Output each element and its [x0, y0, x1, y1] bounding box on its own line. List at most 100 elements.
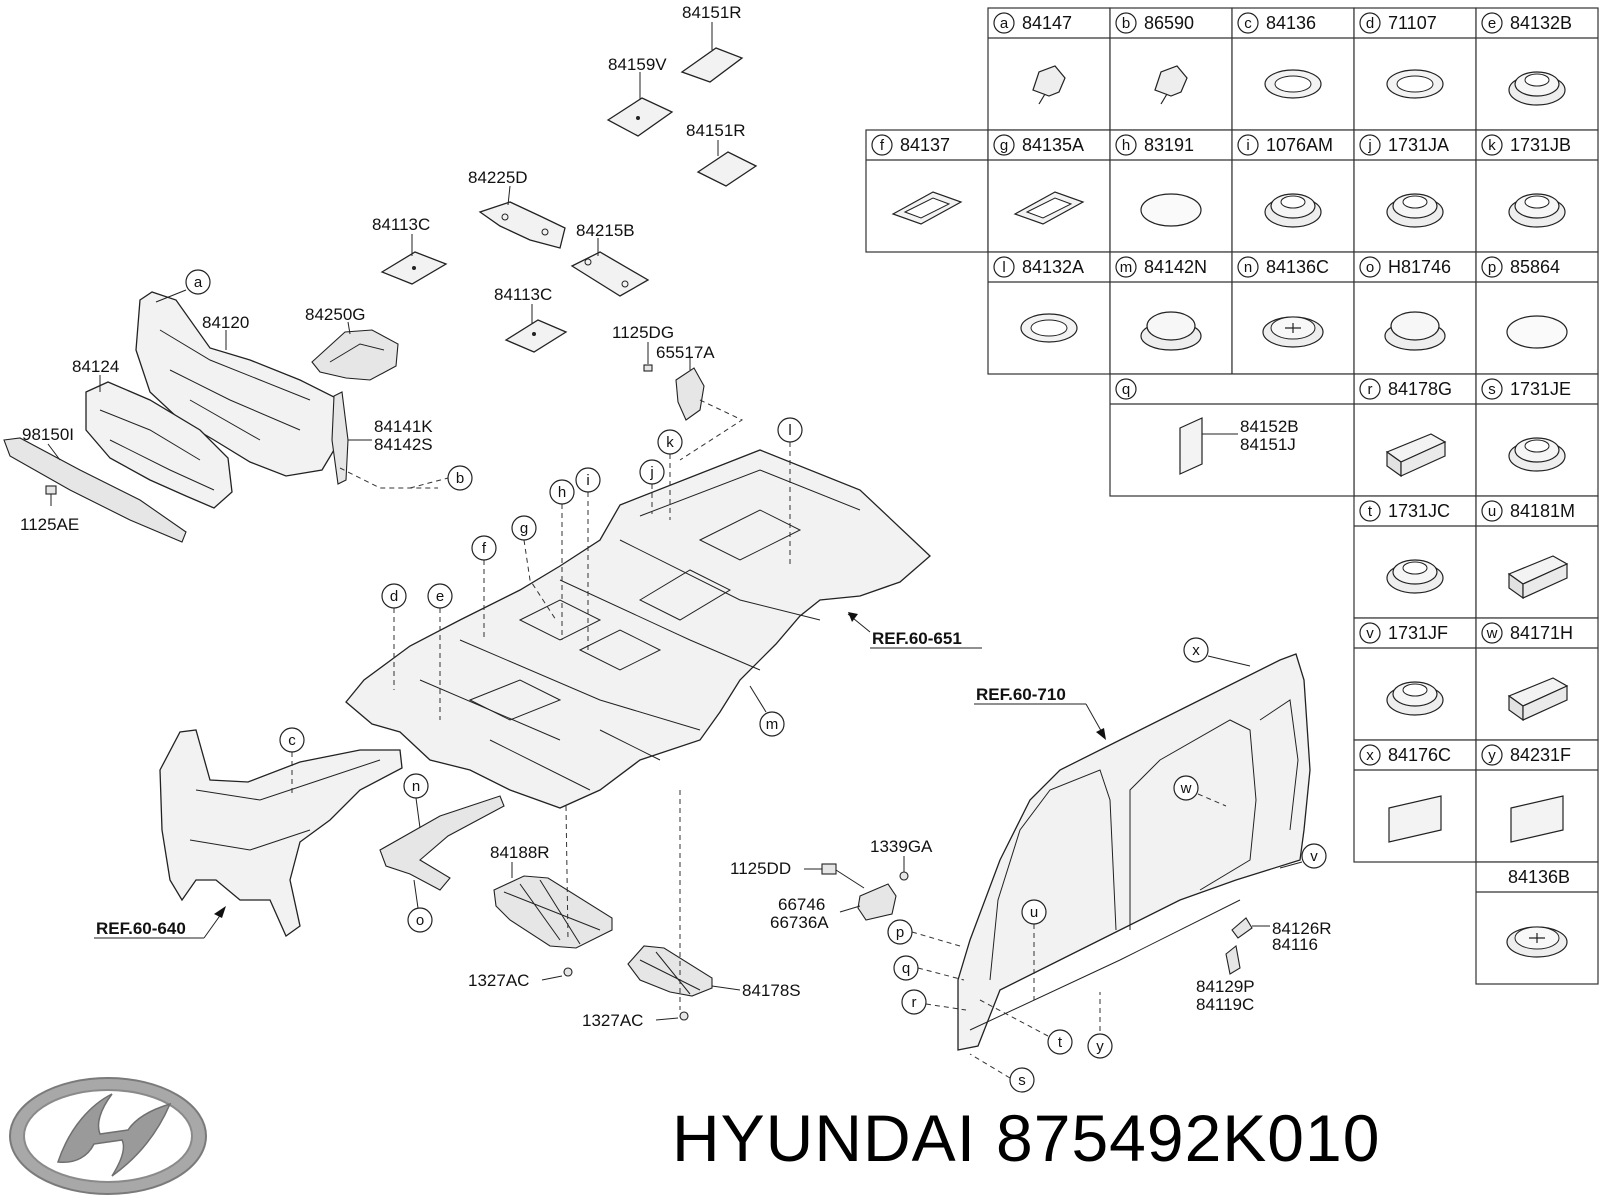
pad-84215B: 84215B: [570, 221, 650, 297]
legend-code: 84142N: [1144, 257, 1207, 277]
label-84141K: 84141K: [374, 417, 433, 436]
legend-letter-circle: [1359, 134, 1381, 156]
callout-k: [657, 429, 683, 455]
callout-l: [777, 417, 803, 443]
legend-letter: a: [1000, 15, 1009, 32]
legend-letter: p: [1488, 259, 1496, 276]
pad-icon: [1388, 795, 1442, 843]
part-84124: 84124: [72, 357, 233, 509]
star-grommet-icon: [1506, 926, 1568, 958]
label-84113C-a: 84113C: [372, 215, 430, 234]
svg-text:j: j: [649, 464, 653, 481]
svg-text:r: r: [912, 994, 917, 1011]
svg-text:l: l: [788, 422, 791, 439]
legend-letter: b: [1122, 15, 1130, 32]
star-grommet-icon: [1262, 316, 1324, 348]
svg-text:q: q: [902, 960, 910, 977]
callout-p: [887, 919, 913, 945]
front-frame: [159, 729, 505, 937]
callout-t: [1047, 1029, 1073, 1055]
svg-text:h: h: [558, 484, 566, 501]
block-icon: [1385, 433, 1447, 478]
legend-code: 84181M: [1510, 501, 1575, 521]
callout-x: [1183, 637, 1209, 663]
part-84120: 84120: [135, 291, 341, 477]
legend-letter-circle: [1115, 378, 1137, 400]
label-1125DD: 1125DD: [730, 859, 791, 878]
pad-icon: [1179, 417, 1203, 475]
legend-letter-circle: [993, 134, 1015, 156]
grommet-icon: [1386, 559, 1444, 594]
label-1327AC-a: 1327AC: [468, 971, 529, 990]
svg-text:d: d: [390, 588, 398, 605]
label-84124: 84124: [72, 357, 119, 376]
legend-code: 1731JF: [1388, 623, 1448, 643]
floor-pan: [345, 449, 931, 809]
legend-code: 84132A: [1022, 257, 1084, 277]
label-84159V: 84159V: [608, 55, 667, 74]
legend-q-code: 84152B: [1240, 417, 1299, 436]
part-number: 875492K010: [996, 1101, 1381, 1175]
label-1327AC-b: 1327AC: [582, 1011, 643, 1030]
legend-letter-circle: [1237, 12, 1259, 34]
ring-icon: [1264, 69, 1322, 99]
callout-b: [447, 465, 473, 491]
pad-84113C-a: 84113C: [372, 215, 448, 285]
legend-cell-b: b 86590: [1109, 7, 1233, 131]
legend-code: 86590: [1144, 13, 1194, 33]
callout-g: [511, 515, 537, 541]
label-98150I: 98150I: [22, 425, 74, 444]
svg-text:n: n: [412, 778, 420, 795]
legend-letter-circle: [1115, 134, 1137, 156]
legend-code: 84136C: [1266, 257, 1329, 277]
legend-letter: m: [1120, 259, 1133, 276]
brand-line: HYUNDAI 875492K010: [672, 1100, 1400, 1176]
clip-icon: [1032, 65, 1066, 105]
legend-letter: h: [1122, 137, 1130, 154]
label-84151R-b: 84151R: [686, 121, 746, 140]
svg-text:x: x: [1192, 642, 1200, 659]
callout-i: [575, 467, 601, 493]
legend-code: 84178G: [1388, 379, 1452, 399]
legend-code: 83191: [1144, 135, 1194, 155]
legend-letter: o: [1366, 259, 1374, 276]
legend-letter-circle: [1481, 378, 1503, 400]
legend-letter: d: [1366, 15, 1374, 32]
legend-cell-h: h 83191: [1109, 129, 1233, 253]
ref-label-60-651: REF.60-651: [872, 629, 962, 648]
brand-name: HYUNDAI: [672, 1101, 977, 1175]
callout-a: [185, 269, 211, 295]
part-84141K-84142S: 84141K 84142S: [331, 391, 433, 485]
legend-code: 1076AM: [1266, 135, 1333, 155]
legend-letter-circle: [1481, 500, 1503, 522]
legend-letter: c: [1244, 15, 1252, 32]
legend-letter-circle: [1481, 744, 1503, 766]
callout-s: [1009, 1067, 1035, 1093]
label-84119C: 84119C: [1196, 995, 1254, 1014]
clip-icon: [1154, 65, 1188, 105]
bolt-1125AE: 1125AE: [20, 485, 79, 534]
label-65517A: 65517A: [656, 343, 715, 362]
ref-60-710: REF.60-710: [974, 685, 1106, 740]
label-84120: 84120: [202, 313, 249, 332]
legend-cell-84136B: 84136B: [1475, 861, 1599, 985]
legend-cell-m: m 84142N: [1109, 251, 1233, 375]
svg-text:s: s: [1018, 1072, 1026, 1089]
legend-code: 84147: [1022, 13, 1072, 33]
pad-icon: [1510, 795, 1564, 843]
legend-letter: x: [1366, 747, 1374, 764]
legend-code: 84137: [900, 135, 950, 155]
svg-text:m: m: [766, 716, 779, 733]
label-66736A: 66736A: [770, 913, 829, 932]
